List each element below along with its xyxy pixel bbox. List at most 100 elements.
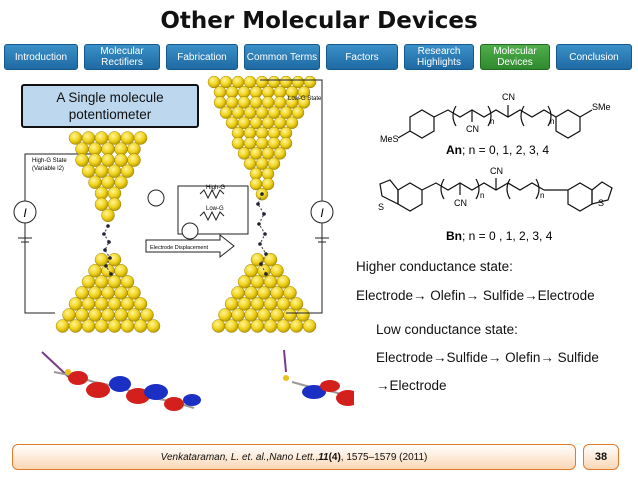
electrode-displacement-label: Electrode Displacement: [150, 245, 209, 251]
gold-atom: [81, 297, 96, 311]
gold-atom: [249, 116, 263, 129]
gold-atom: [270, 286, 284, 300]
gold-atom: [133, 131, 148, 145]
tab-fabrication[interactable]: Fabrication: [166, 44, 238, 70]
citation-volume: 11: [318, 451, 329, 463]
tab-research-highlights[interactable]: Research Highlights: [404, 44, 474, 70]
low-conductance-title: Low conductance state:: [376, 322, 518, 337]
molecule-atom: [258, 242, 262, 246]
electrode-displacement-arrow: Electrode Displacement: [145, 233, 235, 259]
tab-molecular-rectifiers[interactable]: Molecular Rectifiers: [84, 44, 160, 70]
gold-atom: [255, 136, 269, 150]
molecule-atom: [104, 264, 108, 268]
gold-atom: [263, 252, 278, 267]
high-g-state-label: High-G State: [32, 158, 67, 164]
gold-atom: [249, 147, 263, 160]
gold-atom: [276, 297, 291, 311]
bn-formula-label: Bn; n = 0 , 1, 2, 3, 4: [446, 229, 553, 243]
gold-atom: [107, 275, 122, 289]
gold-atom: [68, 131, 83, 145]
tab-introduction[interactable]: Introduction: [4, 44, 78, 70]
gold-atom: [213, 96, 227, 109]
right-circuit-wires: [260, 79, 323, 314]
tab-molecular-devices[interactable]: Molecular Devices: [480, 44, 550, 70]
molecule-an-structure: [397, 105, 593, 139]
gold-atom: [285, 116, 299, 129]
left-molecule-chain: [102, 224, 113, 276]
gold-atom: [279, 106, 293, 119]
citation-pages: , 1575–1579 (2011): [340, 451, 428, 463]
gold-atom: [127, 286, 141, 300]
group-s-label: S: [598, 198, 604, 208]
molecule-atom: [103, 248, 107, 252]
tab-label: Conclusion: [569, 51, 619, 63]
pathway-step: Sulfide: [446, 350, 488, 365]
molecule-atom: [263, 232, 267, 236]
gold-atom: [101, 208, 115, 223]
gold-atom: [218, 308, 232, 322]
gold-atom: [81, 131, 96, 145]
gold-atom: [250, 297, 265, 311]
circuit-low-g-label: Low-G: [206, 206, 224, 212]
citation-footer: Venkataraman, L. et. al., Nano Lett., 11…: [12, 444, 576, 470]
potentiometer-callout: A Single molecule potentiometer: [21, 84, 199, 128]
gold-atom: [297, 96, 311, 109]
tab-common-terms[interactable]: Common Terms: [244, 44, 320, 70]
arrow-icon: →: [524, 288, 538, 303]
gold-atom: [94, 131, 109, 145]
page-number-badge: 38: [583, 444, 619, 470]
gold-atom: [244, 308, 258, 322]
molecule-atom: [264, 252, 268, 256]
equivalent-circuit: [177, 185, 249, 235]
arrow-icon: →: [376, 378, 390, 393]
pathway-step: Olefin: [426, 288, 466, 303]
gold-atom: [81, 319, 96, 333]
pathway-step: Electrode: [356, 288, 414, 303]
gold-atom: [263, 275, 278, 289]
arrow-icon: →: [433, 350, 447, 365]
citation-authors: Venkataraman, L. et. al.,: [160, 451, 270, 463]
gold-atom: [75, 308, 89, 322]
gold-atom: [255, 157, 269, 170]
gold-atom: [133, 297, 148, 311]
gold-atom: [224, 319, 239, 333]
tab-factors[interactable]: Factors: [326, 44, 398, 70]
gold-atom: [296, 308, 310, 322]
page-number: 38: [594, 451, 608, 463]
gold-atom: [101, 308, 115, 322]
molecule-atom: [106, 224, 110, 228]
gold-atom: [263, 319, 278, 333]
tab-conclusion[interactable]: Conclusion: [556, 44, 632, 70]
gold-atom: [263, 297, 278, 311]
group-cn-label: CN: [490, 166, 503, 176]
gold-atom: [75, 286, 89, 300]
gold-atom: [267, 157, 281, 170]
pathway-step: Electrode: [389, 378, 447, 393]
gold-atom: [255, 106, 269, 119]
gold-atom: [114, 175, 128, 189]
orbital-renders: [41, 349, 354, 411]
molecule-atom: [108, 256, 112, 260]
gold-atom: [231, 136, 245, 150]
gold-atom: [219, 106, 233, 119]
gold-atom: [107, 252, 122, 267]
gold-atom: [257, 264, 271, 278]
citation-issue: (4): [328, 451, 341, 463]
gold-atom: [243, 76, 257, 89]
callout-line-2: potentiometer: [68, 107, 152, 122]
right-current-source: I: [310, 200, 334, 224]
molecule-atom: [107, 240, 111, 244]
tab-label: Factors: [345, 51, 379, 63]
resistor-low-g-icon: [199, 210, 225, 222]
gold-atom: [250, 319, 265, 333]
gold-atom: [237, 116, 251, 129]
molecule-atom: [102, 232, 106, 236]
gold-atom: [94, 164, 109, 178]
tab-label: Molecular Rectifiers: [100, 46, 144, 68]
molecule-atom: [259, 262, 263, 266]
navigation-bar: Introduction Molecular Rectifiers Fabric…: [4, 44, 634, 72]
tab-label: Introduction: [14, 51, 68, 63]
an-formula-label: An; n = 0, 1, 2, 3, 4: [446, 143, 549, 157]
pathway-step: Olefin: [501, 350, 541, 365]
gold-atom: [101, 153, 115, 167]
